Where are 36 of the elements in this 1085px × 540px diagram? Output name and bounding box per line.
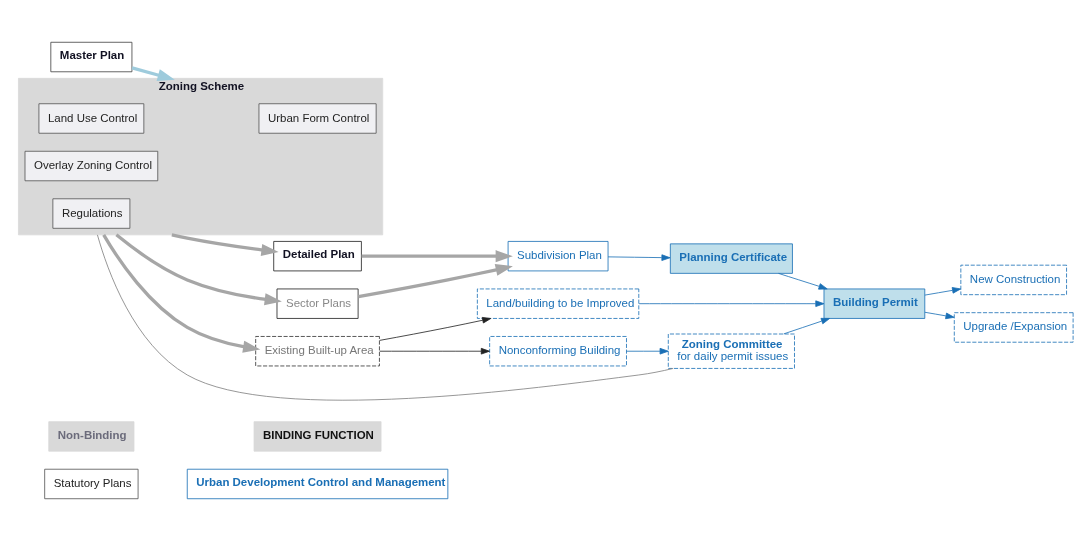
arrow: [115, 233, 282, 305]
node-box: Nonconforming Building: [489, 335, 627, 366]
node-box: Statutory Plans: [44, 468, 139, 499]
node-box: Overlay Zoning Control: [24, 150, 159, 181]
arrow: [102, 233, 261, 353]
arrow: [783, 317, 831, 334]
arrow: [924, 311, 955, 319]
node-box: Building Permit: [823, 288, 926, 319]
arrow: [626, 347, 669, 354]
node-box: BINDING FUNCTION: [253, 420, 382, 452]
arrow: [171, 232, 279, 256]
arrow: [379, 347, 490, 354]
arrow: [924, 286, 962, 296]
connector: [97, 233, 674, 400]
arrow: [361, 249, 513, 262]
node-box: Urban Form Control: [258, 102, 377, 134]
node-box: Sector Plans: [276, 288, 359, 319]
arrow: [131, 65, 175, 81]
node-box: Non-Binding: [48, 420, 135, 452]
node-box: Land/building to be Improved: [476, 288, 640, 319]
node-box: New Construction: [960, 264, 1067, 295]
arrow: [638, 299, 825, 307]
arrow: [607, 253, 671, 261]
node-box: Planning Certificate: [669, 242, 793, 274]
node-box: Detailed Plan: [273, 240, 362, 271]
node-box: Existing Built-up Area: [255, 335, 380, 366]
node-box: Regulations: [52, 197, 131, 229]
node-box: Subdivision Plan: [507, 240, 609, 271]
arrow: [358, 263, 513, 298]
node-box: Zoning Committee for daily permit issues: [667, 333, 795, 369]
node-box: Upgrade /Expansion: [953, 311, 1074, 343]
arrow: [778, 272, 828, 290]
node-box: Land Use Control: [38, 102, 145, 134]
arrow: [379, 316, 492, 341]
node-box: Master Plan: [50, 41, 133, 72]
node-box: Urban Development Control and Management: [186, 468, 449, 499]
